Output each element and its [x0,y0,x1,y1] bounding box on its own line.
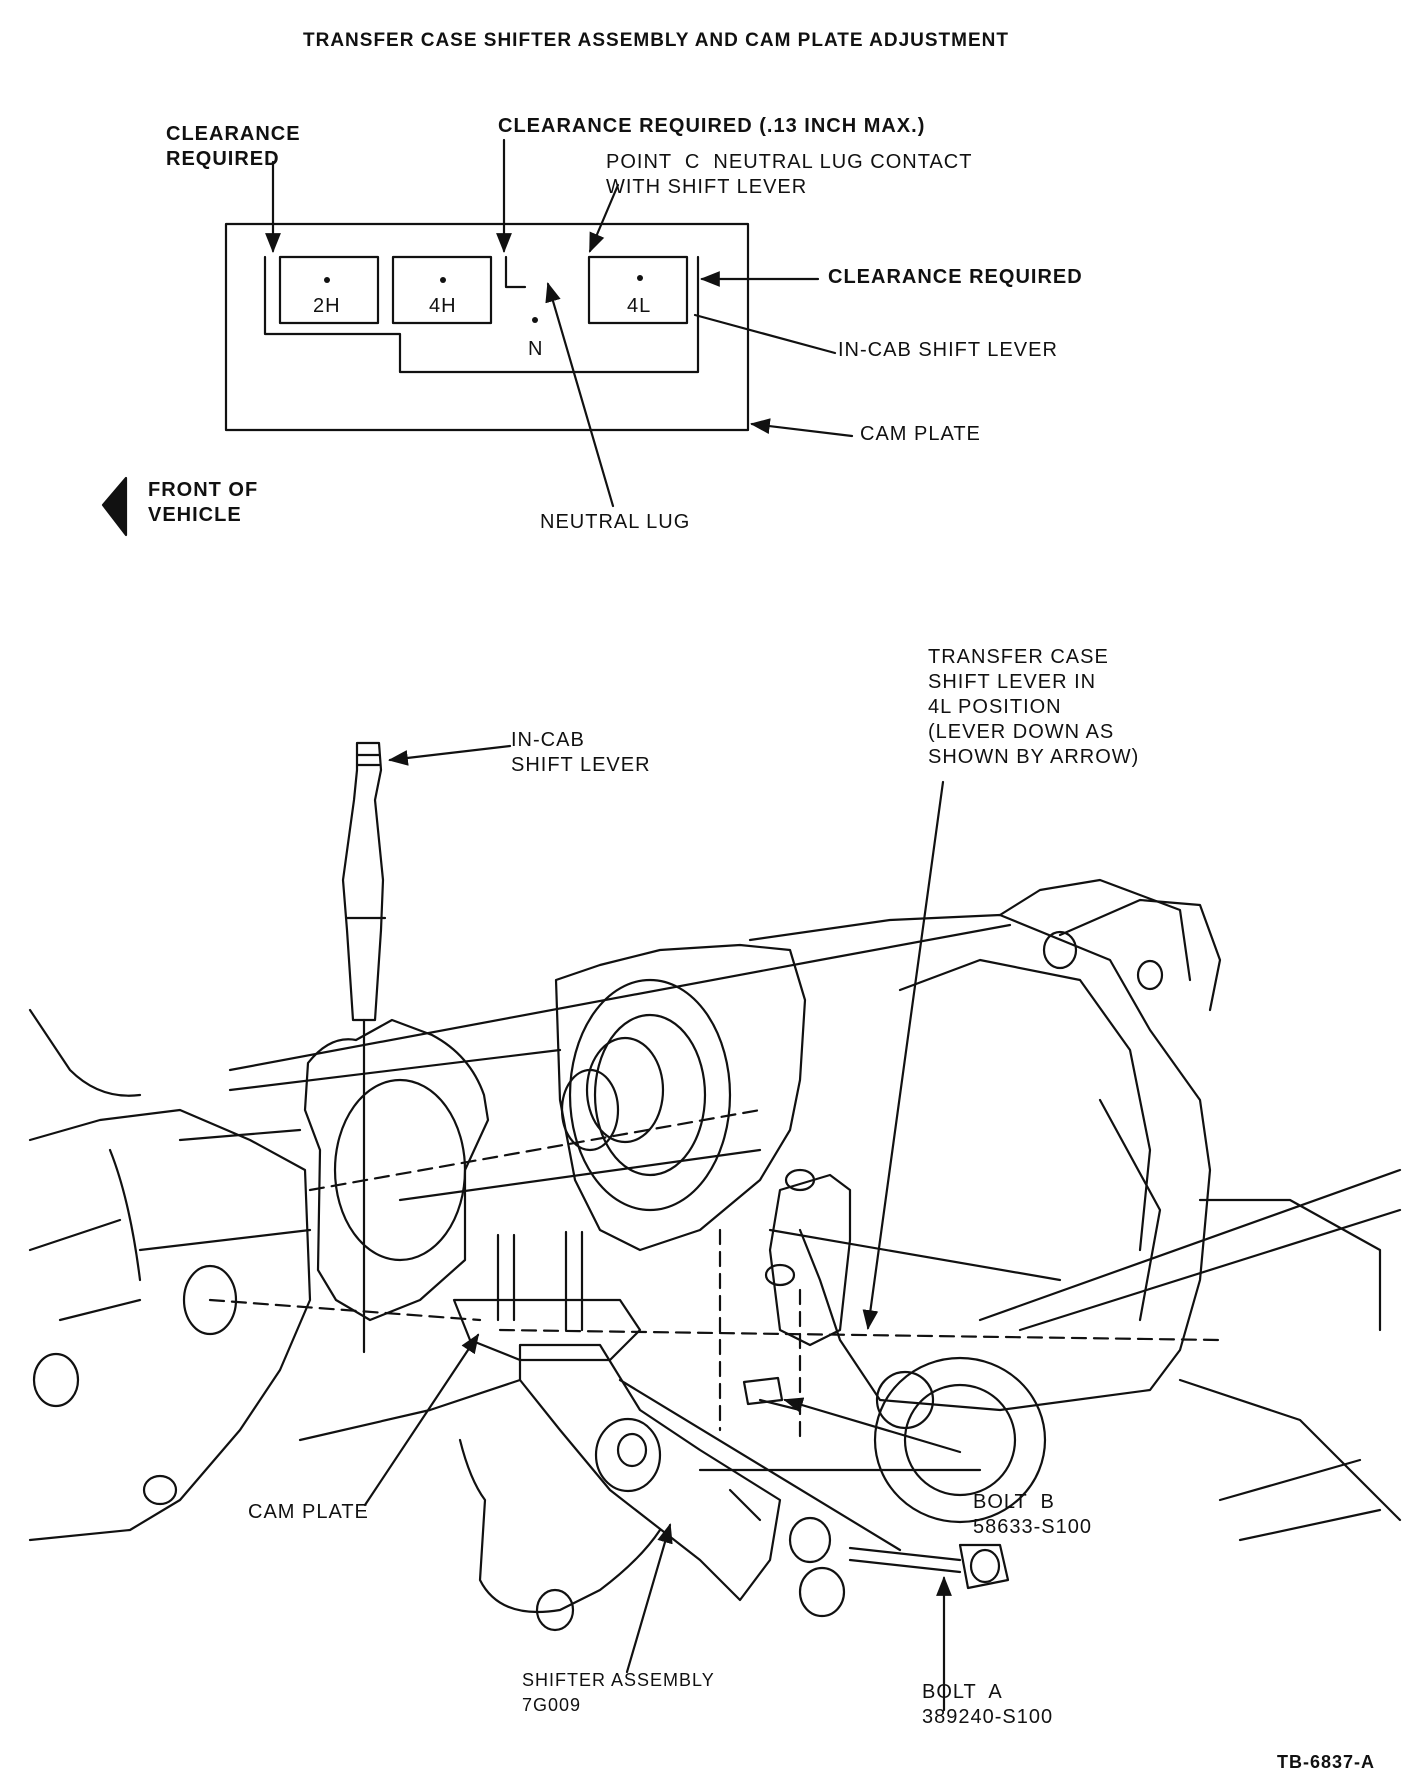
label-cam-plate-assembly: CAM PLATE [248,1501,369,1523]
cam-slot-profile [263,255,700,374]
label-clearance-required-left: CLEARANCE REQUIRED [166,123,301,170]
in-cab-lever-drawing [341,741,512,1354]
dot-n [532,317,538,323]
transmission-housing [28,1008,312,1542]
gasket-plate [303,1018,490,1322]
label-clearance-required-right: CLEARANCE REQUIRED [828,266,1083,288]
shift-cable [458,1438,662,1632]
dot-4h [440,277,446,283]
transfer-case-shift-lever [764,780,945,1347]
centerlines [208,1108,1222,1442]
label-in-cab-shift-lever-top: IN-CAB SHIFT LEVER [838,339,1058,361]
label-bolt-a: BOLT A 389240-S100 [922,1681,1054,1728]
cam-leader-lines [265,138,854,508]
diagram-title: TRANSFER CASE SHIFTER ASSEMBLY AND CAM P… [303,30,1009,51]
cam-plate-outline [224,222,750,432]
label-front-of-vehicle: FRONT OF VEHICLE [148,479,259,526]
slot-4l [587,255,689,325]
label-in-cab-shift-lever-assembly: IN-CAB SHIFT LEVER [511,729,651,776]
label-shifter-assembly: SHIFTER ASSEMBLY 7G009 [522,1670,715,1715]
slot-label-n: N [528,338,544,360]
slot-label-2h: 2H [313,295,341,317]
figure-id: TB-6837-A [1277,1752,1376,1772]
transfer-case [554,878,1402,1542]
shifter-assembly-leader [625,1523,673,1674]
bolt-b-drawing [742,1376,962,1454]
label-clearance-required-max: CLEARANCE REQUIRED (.13 INCH MAX.) [498,115,926,137]
dot-2h [324,277,330,283]
bolt-a-drawing [848,1543,1010,1712]
slot-label-4l: 4L [627,295,652,317]
slot-2h [278,255,380,325]
cam-plate-leader [363,1333,480,1507]
slot-4h [391,255,493,325]
dot-4l [637,275,643,281]
label-neutral-lug: NEUTRAL LUG [540,511,691,533]
neutral-notch [504,255,527,289]
label-point-c: POINT C NEUTRAL LUG CONTACT WITH SHIFT L… [606,151,973,198]
shifter-assembly-drawing [452,1230,982,1618]
slot-label-4h: 4H [429,295,457,317]
label-cam-plate-top: CAM PLATE [860,423,981,445]
label-transfer-case-shift-lever: TRANSFER CASE SHIFT LEVER IN 4L POSITION… [928,646,1140,768]
front-of-vehicle-arrow [101,476,128,537]
label-bolt-b: BOLT B 58633-S100 [973,1491,1092,1538]
drive-shaft-lines [228,923,1402,1442]
